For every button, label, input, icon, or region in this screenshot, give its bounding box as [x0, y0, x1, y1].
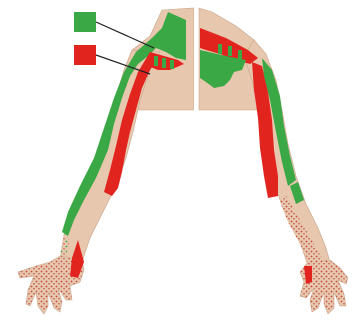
- right-green-tooth-3: [238, 50, 242, 60]
- left-green-tooth-1: [154, 56, 158, 66]
- left-body-half: [18, 8, 194, 314]
- legend-green-swatch: [74, 12, 96, 32]
- center-gap: [194, 0, 199, 120]
- left-green-tooth-2: [162, 58, 166, 68]
- right-green-tooth-2: [228, 46, 232, 56]
- right-body-half: [199, 8, 348, 314]
- legend-green-leader-line: [96, 22, 154, 48]
- left-green-tooth-3: [170, 60, 174, 69]
- legend-red-swatch: [74, 45, 96, 65]
- left-arm-skin: [60, 50, 160, 262]
- right-green-tooth-1: [218, 44, 222, 54]
